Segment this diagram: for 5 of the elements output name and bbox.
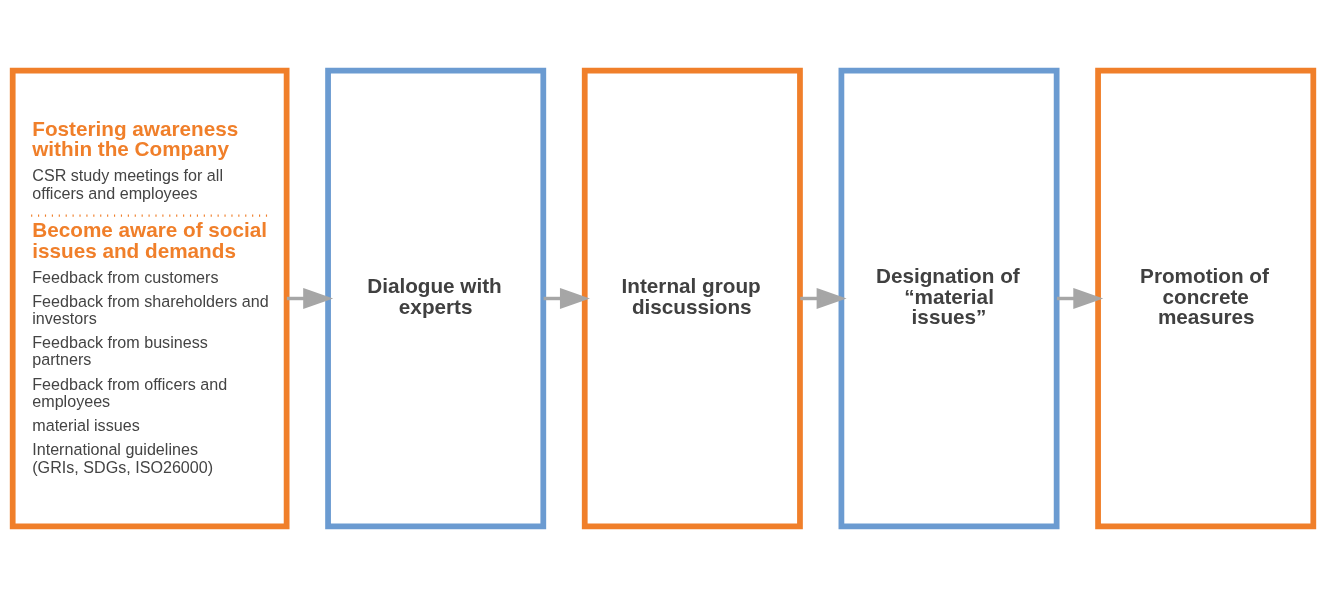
node-box: Internal group discussions (581, 67, 803, 530)
node-box: Promotion of concrete measures (1095, 67, 1317, 530)
node-box: Fostering awareness within the Company CSR study meetings for all officers and employees Become aware of social issues and demands Feedback from customers Feedback from shareholders and investors Feedback from business partners Feedback from officers and employees material issues International guidelines (GRIs, SDGs, ISO26000) (9, 67, 290, 530)
node-box: Dialogue with experts (325, 67, 547, 530)
node-box: Designation of “material issues” (838, 67, 1060, 530)
